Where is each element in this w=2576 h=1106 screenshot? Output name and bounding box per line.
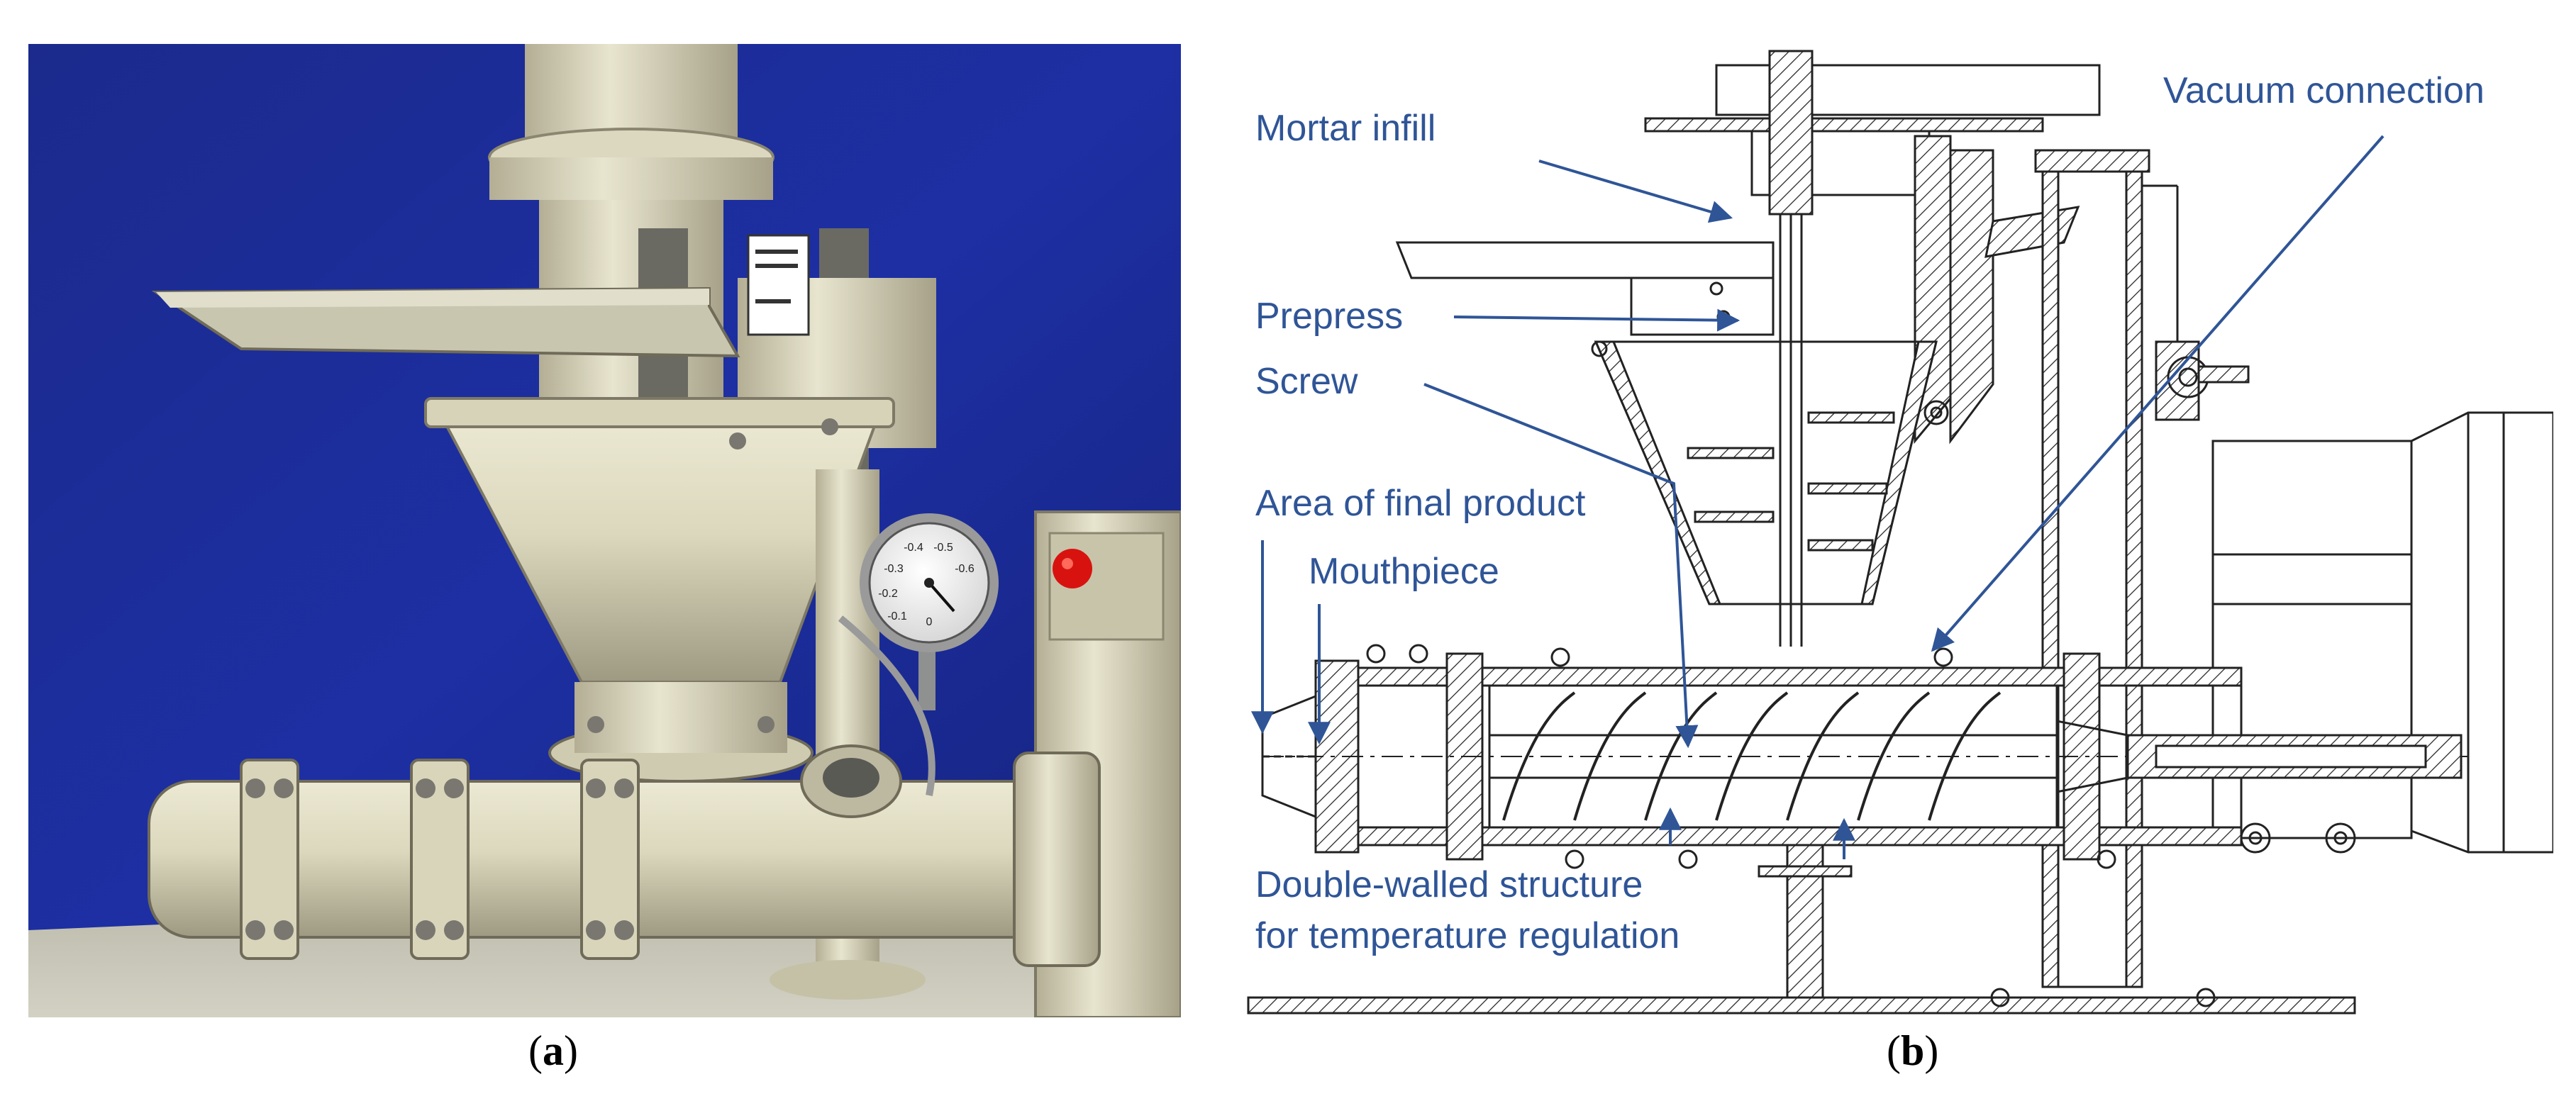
schematic-panel: Mortar infill Prepress Screw Area of fin… <box>1234 44 2553 1017</box>
gauge-tick: -0.5 <box>933 542 953 554</box>
extruder-photo: -0.4 -0.5 -0.6 -0.3 -0.2 -0.1 0 <box>28 44 1181 1017</box>
drawing-lines <box>1247 50 2553 1015</box>
extruder-cross-section <box>1247 50 2553 1015</box>
label-double-walled-structure: Double-walled structure <box>1255 864 1643 905</box>
photo-panel: -0.4 -0.5 -0.6 -0.3 -0.2 -0.1 0 <box>28 44 1181 1017</box>
caption-a: (a) <box>528 1027 578 1074</box>
gauge-tick: -0.1 <box>887 610 907 622</box>
gauge-tick: -0.3 <box>884 563 904 575</box>
gauge-tick: -0.2 <box>878 588 898 600</box>
label-mortar-infill: Mortar infill <box>1255 108 1436 149</box>
gauge-tick: -0.4 <box>904 542 923 554</box>
gauge-tick: -0.6 <box>955 563 975 575</box>
label-mouthpiece: Mouthpiece <box>1309 551 1499 592</box>
label-vacuum-connection: Vacuum connection <box>2163 70 2485 111</box>
label-prepress: Prepress <box>1255 296 1404 337</box>
leader-arrows <box>1251 135 2385 859</box>
label-screw: Screw <box>1255 361 1358 402</box>
caption-b: (b) <box>1887 1027 1939 1074</box>
gauge-tick: 0 <box>926 616 933 628</box>
label-area-final-product: Area of final product <box>1255 483 1586 524</box>
label-temperature-regulation: for temperature regulation <box>1255 915 1680 956</box>
